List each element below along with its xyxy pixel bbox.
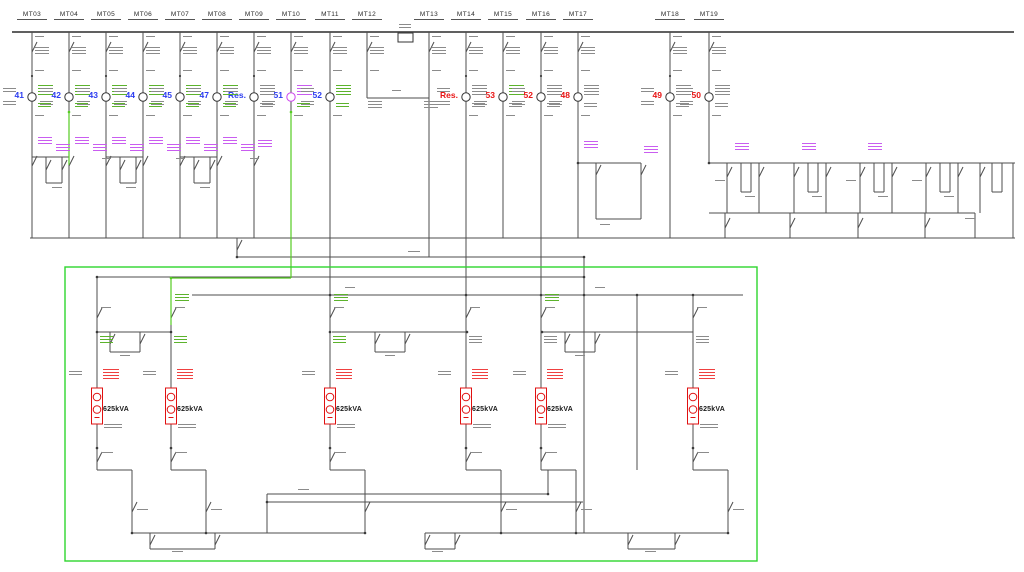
annotation-cluster [392, 90, 401, 92]
feeder-label-mt18: MT18 [655, 11, 685, 20]
annotation-cluster [424, 101, 438, 109]
breaker-tag-res-red: Res. [440, 90, 458, 100]
feeder-label-mt11: MT11 [315, 11, 345, 20]
tie-box-symbol [397, 32, 414, 43]
breaker-tag-48: 48 [560, 90, 570, 100]
feeder-label-mt16: MT16 [526, 11, 556, 20]
switch-blades [31, 41, 986, 546]
annotation-cluster [846, 180, 856, 182]
annotation-cluster [878, 196, 888, 198]
breaker-tag-47: 47 [199, 90, 209, 100]
breaker-tag-52-red: 52 [523, 90, 533, 100]
feeder-vertical-wires [31, 32, 710, 470]
annotation-cluster [812, 196, 822, 198]
selection-boundary-box [64, 266, 758, 562]
annotation-cluster [965, 218, 975, 220]
breaker-tag-51: 51 [273, 90, 283, 100]
feeder-label-mt07: MT07 [165, 11, 195, 20]
breaker-tag-53: 53 [485, 90, 495, 100]
annotation-cluster [802, 143, 816, 151]
feeder-label-mt13: MT13 [414, 11, 444, 20]
highlighted-green-wire [68, 112, 292, 325]
annotation-cluster [584, 141, 598, 149]
annotation-cluster [733, 509, 744, 511]
junction-dots [30, 74, 730, 535]
annotation-cluster [868, 143, 882, 151]
annotation-cluster [408, 251, 420, 253]
feeder-label-mt12: MT12 [352, 11, 382, 20]
breaker-tag-45: 45 [162, 90, 172, 100]
breaker-tag-44: 44 [125, 90, 135, 100]
annotation-cluster [137, 509, 148, 511]
feeder-label-mt03: MT03 [17, 11, 47, 20]
annotation-cluster [745, 196, 755, 198]
transformer-rating-5: 625kVA [547, 406, 573, 413]
feeder-label-mt10: MT10 [276, 11, 306, 20]
transformer-rating-4: 625kVA [472, 406, 498, 413]
breaker-tag-52-blue: 52 [312, 90, 322, 100]
annotation-cluster [345, 287, 355, 289]
annotation-cluster [581, 509, 592, 511]
transformer-rating-2: 625kVA [177, 406, 203, 413]
annotation-cluster [912, 180, 922, 182]
annotation-cluster [120, 355, 130, 357]
breaker-tag-41: 41 [14, 90, 24, 100]
breaker-circle-symbols [27, 92, 714, 102]
transformer-rating-3: 625kVA [336, 406, 362, 413]
feeder-label-mt06: MT06 [128, 11, 158, 20]
annotation-cluster [368, 101, 382, 109]
annotation-cluster [600, 224, 610, 226]
annotation-cluster [575, 355, 585, 357]
annotation-cluster [944, 196, 954, 198]
feeder-label-mt14: MT14 [451, 11, 481, 20]
annotation-cluster [399, 24, 411, 29]
feeder-label-mt19: MT19 [694, 11, 724, 20]
breaker-tag-50: 50 [691, 90, 701, 100]
breaker-circle-magenta [286, 92, 296, 102]
annotation-cluster [298, 489, 309, 491]
annotation-cluster [172, 551, 183, 553]
annotation-cluster [506, 509, 517, 511]
feeder-label-mt15: MT15 [488, 11, 518, 20]
feeder-label-mt09: MT09 [239, 11, 269, 20]
transformer-symbols [91, 387, 699, 425]
breaker-tag-43: 43 [88, 90, 98, 100]
annotation-cluster [735, 143, 749, 151]
annotation-cluster [644, 146, 658, 154]
structure-wires [30, 97, 1015, 550]
transformer-rating-1: 625kVA [103, 406, 129, 413]
annotation-cluster [211, 509, 222, 511]
feeder-label-mt05: MT05 [91, 11, 121, 20]
annotation-cluster [595, 287, 605, 289]
annotation-cluster [258, 140, 272, 148]
feeder-label-mt04: MT04 [54, 11, 84, 20]
annotation-cluster [715, 180, 725, 182]
feeder-label-mt08: MT08 [202, 11, 232, 20]
feeder-label-mt17: MT17 [563, 11, 593, 20]
breaker-tag-49: 49 [652, 90, 662, 100]
annotation-cluster [645, 551, 656, 553]
transformer-rating-6: 625kVA [699, 406, 725, 413]
annotation-cluster [432, 551, 443, 553]
breaker-tag-42: 42 [51, 90, 61, 100]
annotation-cluster [385, 355, 395, 357]
